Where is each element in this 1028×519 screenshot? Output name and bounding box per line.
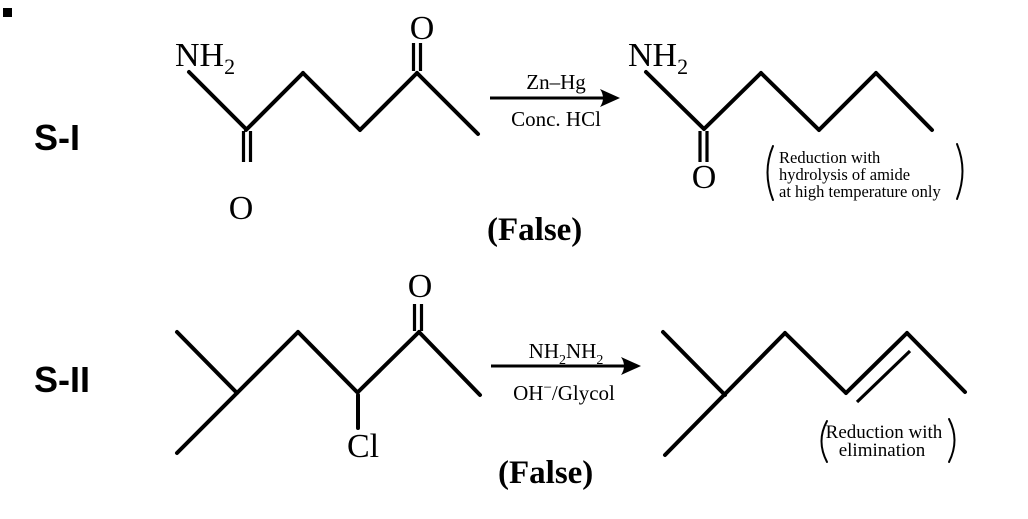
s2-note: Reduction with elimination (820, 418, 956, 463)
scheme-label-s2: S-II (34, 359, 90, 400)
s2-note-line2: elimination (839, 440, 926, 461)
scheme-label-s1: S-I (34, 117, 80, 158)
bond (175, 330, 300, 455)
bond (874, 71, 934, 132)
bond (644, 70, 706, 131)
s1-note-line1: Reduction with (779, 148, 881, 167)
bond (905, 331, 967, 394)
left-paren-icon (820, 420, 828, 463)
arrow-head-icon (600, 89, 620, 107)
s2-verdict: (False) (498, 455, 593, 491)
s2-note-line1: Reduction with (826, 422, 943, 443)
bond (663, 331, 787, 457)
s1-reagent-above: Zn–Hg (526, 70, 586, 94)
bond (358, 71, 419, 132)
s1-verdict: (False) (487, 212, 582, 248)
right-paren-icon (956, 143, 964, 200)
s2-reactant-structure: O Cl (175, 268, 482, 465)
bond (175, 330, 239, 395)
s1-reactant-o-top-label: O (410, 10, 435, 47)
bond (661, 330, 727, 397)
s2-reagent-above: NH2NH2 (529, 339, 604, 368)
s1-reactant-o-bottom-label: O (229, 190, 254, 227)
s1-note-line3: at high temperature only (779, 182, 941, 201)
bond (244, 71, 305, 132)
bond (844, 331, 909, 395)
bond (415, 71, 480, 136)
s1-product-nh2-label: NH2 (628, 37, 688, 79)
s1-reactant-structure: NH2 O O (175, 10, 480, 227)
s1-product-structure: NH2 O (628, 37, 934, 196)
s1-note-line2: hydrolysis of amide (779, 165, 910, 184)
reaction-s1: S-I NH2 O O Zn–Hg Conc. HCl (34, 10, 964, 248)
s2-reactant-cl-label: Cl (347, 428, 379, 465)
s1-reactant-nh2-label: NH2 (175, 37, 235, 79)
bond (417, 330, 482, 397)
s2-reagent-below: OH−/Glycol (513, 380, 615, 405)
s1-note: Reduction with hydrolysis of amide at hi… (766, 143, 964, 201)
s1-reaction-arrow: Zn–Hg Conc. HCl (490, 70, 620, 131)
s1-product-o-label: O (692, 159, 717, 196)
left-paren-icon (766, 145, 774, 201)
s2-product-structure (661, 330, 967, 457)
s1-reagent-below: Conc. HCl (511, 107, 601, 131)
bond (296, 330, 359, 394)
right-paren-icon (948, 418, 956, 463)
bond (759, 71, 821, 132)
bond (817, 71, 878, 132)
bond (356, 330, 421, 394)
s2-reaction-arrow: NH2NH2 OH−/Glycol (491, 339, 641, 405)
bond (702, 71, 763, 131)
bond (783, 331, 848, 395)
reaction-s2: S-II O Cl NH2NH2 OH−/Glycol (34, 268, 967, 491)
corner-scan-mark (3, 8, 12, 17)
bond (301, 71, 362, 132)
double-bond-line (855, 349, 912, 404)
s2-reactant-o-label: O (408, 268, 433, 305)
arrow-head-icon (621, 357, 641, 375)
bond (187, 70, 248, 131)
